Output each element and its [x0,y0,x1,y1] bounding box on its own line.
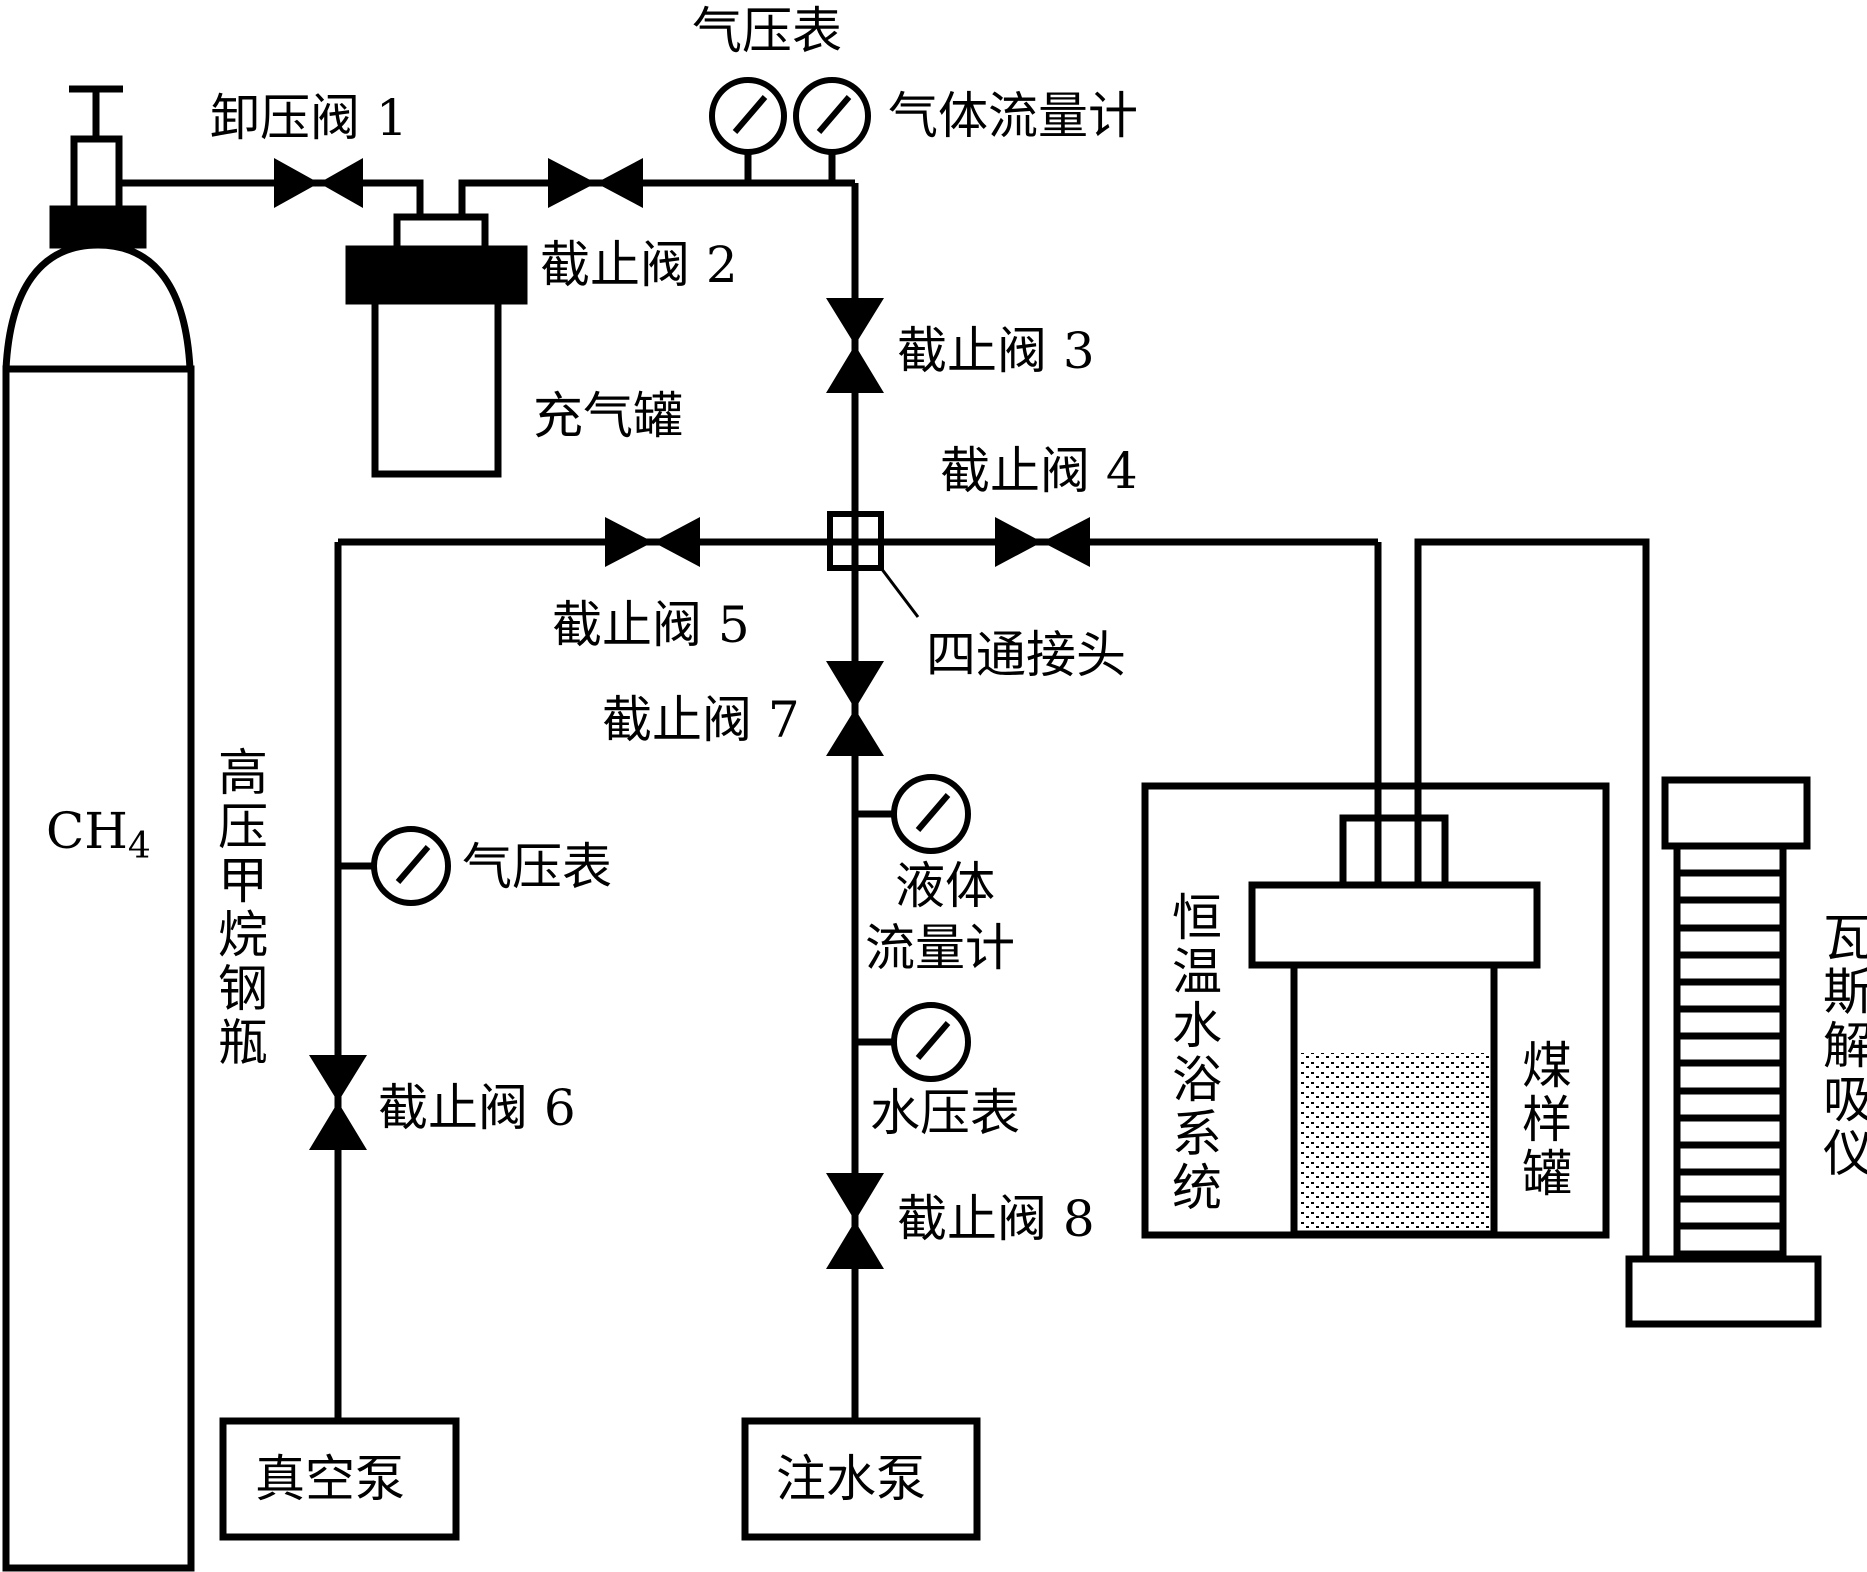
vertical-label-char: 瓶 [218,1014,268,1072]
coal-tank-lid [1248,881,1541,969]
liquid-flow-meter-icon [891,774,971,854]
cylinder-cap [49,205,147,249]
label-water-pressure-gauge: 水压表 [870,1084,1020,1142]
vertical-label-char: 解 [1823,1017,1867,1075]
charge-tank-body [371,297,502,478]
vertical-label-char: 仪 [1823,1125,1867,1183]
label-water-bath-vertical: 恒温水浴系统 [1172,889,1222,1217]
valve-2-icon[interactable] [548,158,643,208]
label-ch4-sub: 4 [128,826,151,867]
coal-sample-tank [1248,814,1541,1238]
label-cylinder-vertical: 高压甲烷钢瓶 [218,744,268,1072]
label-charge-tank: 充气罐 [533,387,683,445]
charge-tank-neck [393,213,489,253]
label-gas-flow-meter: 气体流量计 [888,87,1138,145]
desorber-base [1625,1255,1822,1328]
valve-3-icon[interactable] [826,298,884,393]
charge-tank [345,213,528,478]
vertical-label-char: 样 [1522,1091,1572,1149]
vertical-label-char: 水 [1172,997,1222,1055]
label-valve-5: 截止阀 5 [552,596,750,654]
vertical-label-char: 甲 [218,852,268,910]
water-pump-box [741,1417,981,1541]
gas-desorber [1625,776,1822,1328]
vertical-label-char: 高 [218,744,268,802]
top-pressure-gauge-icon [709,77,787,155]
desorber-graduations [1677,869,1783,1258]
valve-5-icon[interactable] [605,517,700,567]
valve-6-icon[interactable] [309,1055,367,1150]
vertical-label-char: 吸 [1823,1071,1867,1129]
cylinder-body [2,365,195,1572]
vertical-label-char: 钢 [218,960,268,1018]
label-valve-3: 截止阀 3 [897,322,1095,380]
vertical-label-char: 统 [1172,1159,1222,1217]
cylinder-neck [70,135,123,213]
label-valve-6: 截止阀 6 [378,1079,576,1137]
valve-8-icon[interactable] [826,1173,884,1269]
vertical-label-char: 恒 [1172,889,1222,947]
label-top-pressure-gauge: 气压表 [692,2,842,60]
label-liquid-flow-1: 液体 [895,857,995,915]
vertical-label-char: 压 [218,798,268,856]
vertical-label-char: 温 [1172,943,1222,1001]
label-left-pressure-gauge: 气压表 [462,838,612,896]
water-pressure-gauge-icon [891,1002,971,1082]
label-vacuum-pump[interactable]: 真空泵 [255,1450,405,1508]
pipe-cylinder-to-tank [119,179,424,217]
label-liquid-flow-2: 流量计 [865,919,1015,977]
label-valve-8: 截止阀 8 [897,1190,1095,1248]
valve-4-icon[interactable] [995,517,1090,567]
label-valve-7: 截止阀 7 [602,691,800,749]
label-water-pump[interactable]: 注水泵 [776,1450,926,1508]
pipe-to-desorber [1414,538,1650,1259]
vertical-label-char: 煤 [1522,1037,1572,1095]
vertical-label-char: 系 [1172,1105,1222,1163]
label-ch4-main: CH [46,802,128,860]
label-four-way-connector: 四通接头 [926,626,1126,684]
label-valve-2: 截止阀 2 [540,236,738,294]
coal-sample-fill [1299,1053,1489,1230]
four-way-leader-line [879,567,920,618]
charge-tank-lid [345,245,528,305]
coal-tank-neck [1339,814,1449,889]
vacuum-pump-box [219,1417,460,1541]
left-pressure-gauge-icon [371,826,451,906]
desorber-top [1661,776,1811,850]
vertical-label-char: 斯 [1823,963,1867,1021]
valve-7-icon[interactable] [826,661,884,756]
vertical-label-char: 瓦 [1823,909,1867,967]
pipe-tank-to-main [458,179,855,217]
valve-1-icon[interactable] [274,158,363,208]
label-desorber-vertical: 瓦斯解吸仪 [1823,909,1867,1183]
label-ch4: CH4 [46,802,151,867]
gas-flow-meter-icon [793,77,871,155]
label-valve-1: 卸压阀 1 [210,89,408,147]
vertical-label-char: 浴 [1172,1051,1222,1109]
cylinder-dome [2,241,194,370]
four-way-connector [827,511,884,571]
methane-cylinder [2,85,195,1572]
vertical-label-char: 罐 [1522,1145,1572,1203]
coal-tank-body [1290,961,1498,1238]
vertical-label-char: 烷 [218,906,268,964]
label-coal-tank-vertical: 煤样罐 [1522,1037,1572,1203]
label-valve-4: 截止阀 4 [940,442,1138,500]
